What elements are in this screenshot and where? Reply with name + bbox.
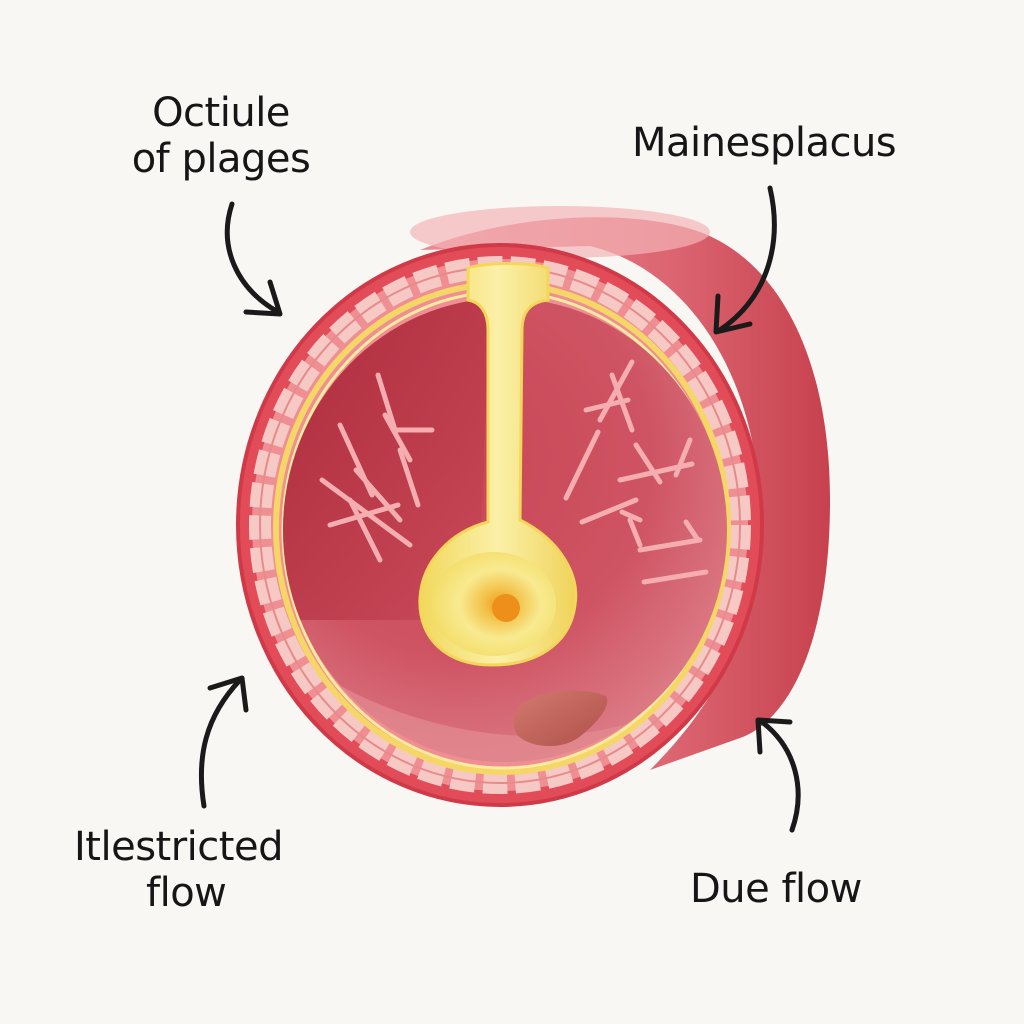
arrow-top-right-icon: [713, 185, 777, 335]
label-bottom-left-line2: flow: [146, 870, 227, 916]
label-top-left-line1: Octiule: [152, 90, 290, 136]
arrow-bottom-right-icon: [755, 717, 801, 833]
label-top-left: Octiule of plages: [116, 90, 326, 182]
arrow-top-left-icon: [224, 201, 283, 317]
label-bottom-left: Itlestricted flow: [74, 824, 283, 916]
label-top-right: Mainesplacus: [632, 120, 897, 166]
label-top-left-line2: of plages: [131, 136, 311, 182]
plaque-core: [418, 262, 578, 667]
fibers-left: [319, 372, 435, 563]
fibers-right: [563, 359, 709, 585]
arrow-bottom-left-icon: [198, 675, 249, 809]
label-bottom-left-line1: Itlestricted: [74, 824, 283, 870]
label-bottom-right: Due flow: [690, 866, 862, 912]
clot: [513, 690, 608, 747]
